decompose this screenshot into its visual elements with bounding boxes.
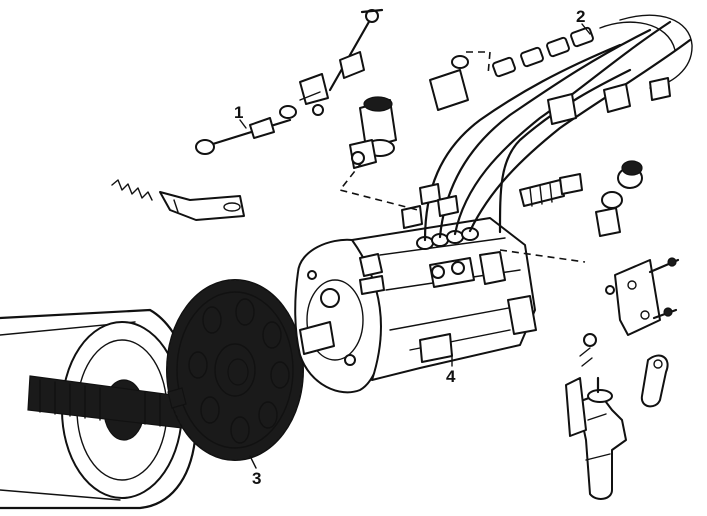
callout-4: 4: [446, 367, 456, 386]
spring-bracket: [111, 179, 245, 221]
timing-gear: [166, 279, 304, 461]
injection-pump: [294, 217, 537, 394]
support-bracket: [605, 257, 680, 336]
callout-3: 3: [252, 469, 261, 488]
injector-pipes: [401, 14, 693, 242]
throttle-linkage: [195, 8, 384, 155]
callout-1: 1: [234, 103, 243, 122]
union-fittings: [595, 160, 643, 237]
cold-start-actuator: [565, 333, 627, 500]
crank-pulley: [0, 308, 197, 510]
link-plate: [640, 354, 669, 408]
pressure-valve: [519, 173, 583, 207]
injector-nozzle: [349, 96, 397, 169]
assembly-lines: [338, 51, 586, 263]
callout-2: 2: [576, 7, 585, 26]
